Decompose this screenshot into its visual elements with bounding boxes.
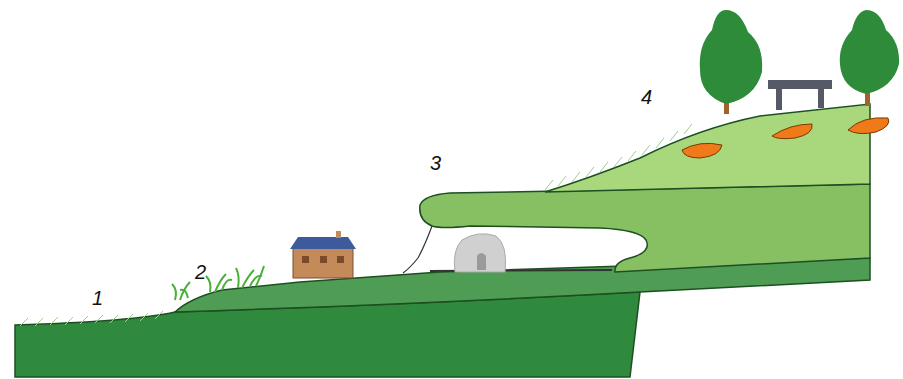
callout-number: 1 xyxy=(92,288,103,308)
dolmen-leg xyxy=(818,88,824,108)
house-wall xyxy=(293,248,353,278)
tree-crown xyxy=(840,10,899,94)
shrubs xyxy=(172,266,264,300)
house-window xyxy=(302,256,309,263)
middle-layer xyxy=(175,258,870,312)
house-window xyxy=(337,256,344,263)
grass-hatch xyxy=(545,124,692,190)
grass-hatch xyxy=(20,311,163,326)
house-chimney xyxy=(336,231,341,238)
house-roof xyxy=(290,237,356,249)
deposit xyxy=(772,124,812,139)
shelter-door xyxy=(477,253,486,270)
top-layer xyxy=(545,104,870,192)
dolmen-leg xyxy=(776,88,782,110)
deposit xyxy=(848,118,889,134)
cave-wall xyxy=(403,226,432,273)
callout-number: 4 xyxy=(641,87,652,107)
house-window xyxy=(320,256,327,263)
callout-number: 2 xyxy=(195,262,206,282)
tree-crown xyxy=(700,10,762,104)
callout-number: 3 xyxy=(430,153,441,173)
overhang-layer xyxy=(420,184,870,272)
dolmen-slab xyxy=(768,80,832,89)
shelter-rock xyxy=(454,234,505,272)
deposit xyxy=(682,143,722,158)
